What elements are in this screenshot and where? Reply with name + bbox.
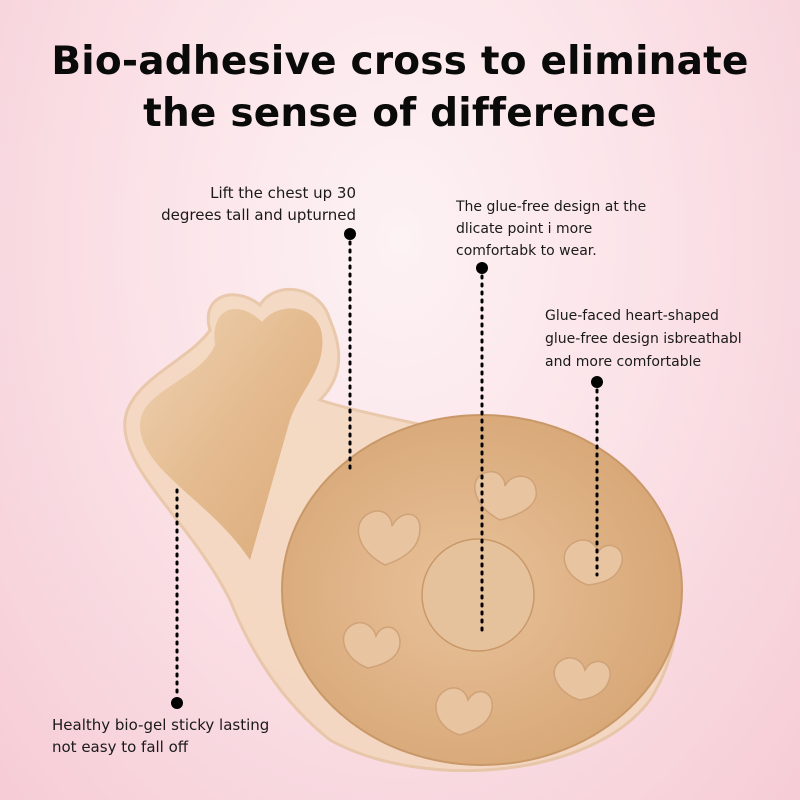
headline-line-2: the sense of difference bbox=[143, 91, 657, 136]
heart-lower-right bbox=[553, 657, 611, 701]
leader-dot-glue bbox=[476, 262, 488, 274]
heart-glue-free-zones bbox=[342, 470, 623, 736]
callout-leaders bbox=[171, 228, 603, 709]
callout-heart-line-1: Glue-faced heart-shaped bbox=[545, 308, 719, 324]
callout-heart-shaped: Glue-faced heart-shaped glue-free design… bbox=[545, 305, 742, 374]
callout-heart-line-3: and more comfortable bbox=[545, 354, 702, 370]
leader-dot-lift bbox=[344, 228, 356, 240]
headline: Bio-adhesive cross to eliminate the sens… bbox=[0, 36, 800, 140]
callout-lift-line-1: Lift the chest up 30 bbox=[210, 184, 356, 202]
headline-line-1: Bio-adhesive cross to eliminate bbox=[51, 39, 749, 84]
callout-gel-line-1: Healthy bio-gel sticky lasting bbox=[52, 716, 270, 734]
callout-gel-line-2: not easy to fall off bbox=[52, 738, 189, 756]
leader-dot-gel bbox=[171, 697, 183, 709]
heart-bottom bbox=[435, 687, 493, 736]
center-glue-free-disc bbox=[421, 538, 535, 652]
callout-bio-gel: Healthy bio-gel sticky lasting not easy … bbox=[52, 714, 269, 758]
heart-left bbox=[357, 510, 421, 566]
leader-dot-heart bbox=[591, 376, 603, 388]
callout-glue-line-2: dlicate point i more bbox=[456, 221, 593, 237]
callout-heart-line-2: glue-free design isbreathabl bbox=[545, 331, 742, 347]
callout-glue-line-3: comfortabk to wear. bbox=[456, 243, 597, 259]
callout-glue-line-1: The glue-free design at the bbox=[456, 199, 647, 215]
callout-lift-chest: Lift the chest up 30 degrees tall and up… bbox=[100, 182, 356, 226]
heart-lower-left bbox=[342, 621, 401, 669]
callout-lift-line-2: degrees tall and upturned bbox=[161, 206, 356, 224]
heart-top bbox=[474, 470, 538, 521]
callout-glue-free-point: The glue-free design at the dlicate poin… bbox=[456, 196, 646, 262]
